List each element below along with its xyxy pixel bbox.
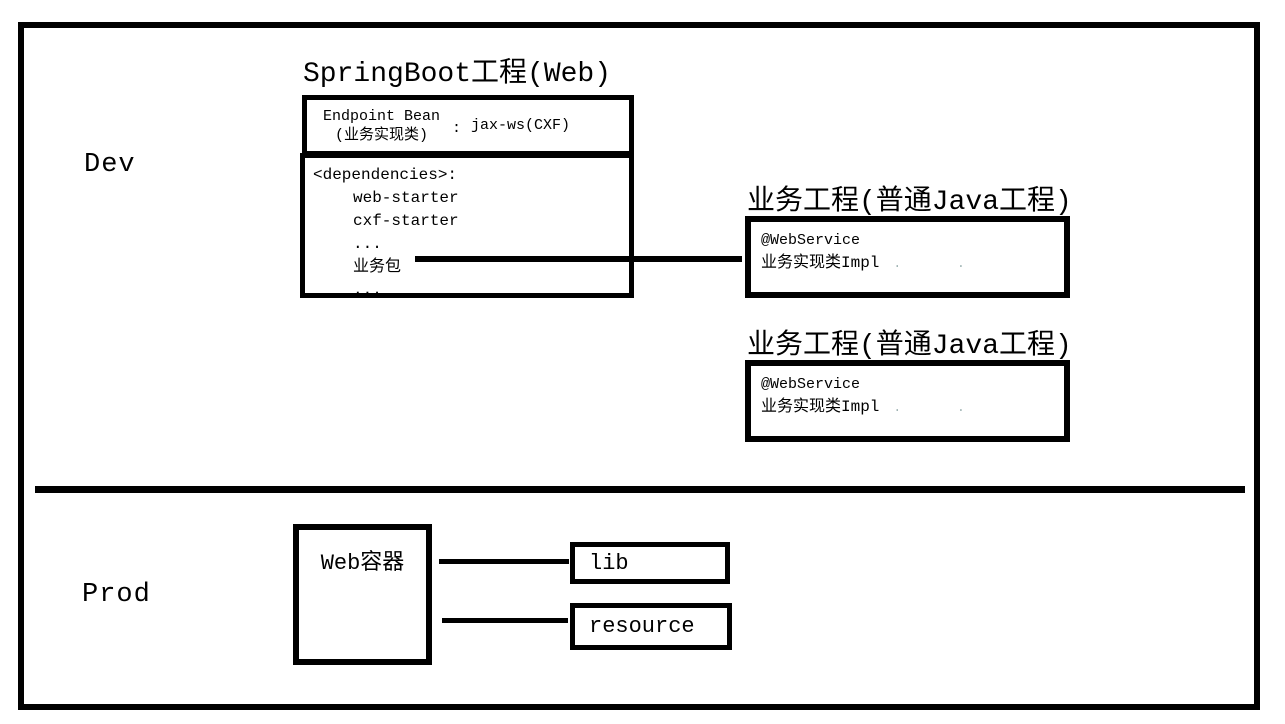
springboot-project-title: SpringBoot工程(Web) (303, 59, 612, 90)
outer-border (18, 22, 1260, 710)
dependency-item: cxf-starter (353, 212, 459, 230)
dependency-item: ... (353, 281, 382, 299)
connector-webcontainer-to-resource (442, 618, 568, 623)
impl-trailing-dots: . . (893, 256, 989, 271)
lib-label: lib (589, 550, 629, 576)
dependencies-header: <dependencies>: (313, 166, 458, 184)
connector-biz-package-to-biz-project (415, 256, 742, 262)
endpoint-colon: : (452, 120, 462, 137)
lib-box: lib (570, 542, 730, 584)
dependencies-box: <dependencies>: web-starter cxf-starter … (300, 153, 634, 299)
biz-project-title-2: 业务工程(普通Java工程) (747, 331, 1072, 362)
dependency-item: web-starter (353, 189, 459, 207)
web-container-label: Web容器 (320, 551, 405, 576)
dev-section-label: Dev (84, 150, 136, 180)
connector-webcontainer-to-lib (439, 559, 569, 564)
endpoint-bean-name-line1: Endpoint Bean (323, 107, 441, 125)
endpoint-bean-name: Endpoint Bean (业务实现类) (323, 107, 440, 145)
dependency-item-biz-package: 业务包 (353, 258, 402, 276)
impl-class-line: 业务实现类Impl . . (761, 396, 1064, 419)
biz-project-title-1: 业务工程(普通Java工程) (747, 187, 1072, 218)
dev-prod-divider (35, 486, 1245, 493)
impl-class-label: 业务实现类Impl (761, 398, 880, 416)
impl-trailing-dots: . . (893, 400, 989, 415)
biz-project-box-2: @WebService 业务实现类Impl . . (745, 360, 1070, 442)
endpoint-bean-box: Endpoint Bean (业务实现类) : jax-ws(CXF) (302, 95, 634, 156)
webservice-annotation: @WebService (761, 376, 861, 393)
impl-class-line: 业务实现类Impl . . (761, 252, 1064, 275)
dependency-item: ... (353, 235, 382, 253)
web-container-box: Web容器 (293, 524, 432, 665)
resource-label: resource (589, 614, 695, 639)
endpoint-impl-label: jax-ws(CXF) (471, 117, 571, 134)
resource-box: resource (570, 603, 732, 650)
endpoint-bean-name-line2: (业务实现类) (335, 126, 429, 144)
webservice-annotation: @WebService (761, 232, 861, 249)
impl-class-label: 业务实现类Impl (761, 254, 880, 272)
biz-project-box-1: @WebService 业务实现类Impl . . (745, 216, 1070, 298)
prod-section-label: Prod (82, 580, 151, 610)
